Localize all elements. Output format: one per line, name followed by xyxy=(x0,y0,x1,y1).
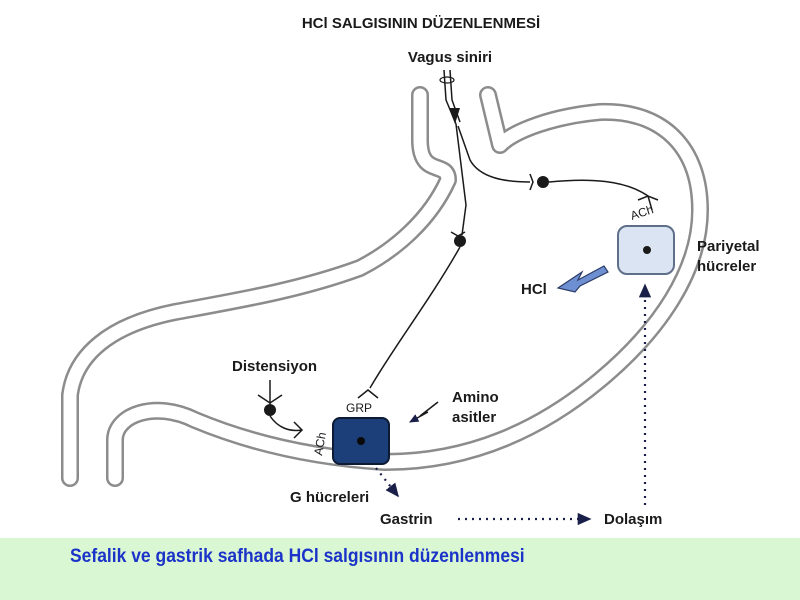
parietal-cell xyxy=(617,225,675,275)
amino-label-line2: asitler xyxy=(452,409,496,426)
caption-bar xyxy=(0,538,800,600)
stomach-wall xyxy=(61,86,709,487)
vagus-arrow-icon xyxy=(449,108,460,124)
dolasim-label: Dolaşım xyxy=(604,511,662,528)
ach-top-label: ACh xyxy=(629,202,656,223)
vagus-label: Vagus siniri xyxy=(408,49,492,66)
pariyetal-label-line2: hücreler xyxy=(697,258,756,275)
amino-signal-zigzag-icon xyxy=(409,401,439,423)
ach-bottom-label: ACh xyxy=(311,431,329,456)
gastrin-label: Gastrin xyxy=(380,511,433,528)
vagus-branch-parietal xyxy=(457,125,659,211)
hcl-arrow-icon xyxy=(556,265,609,293)
g-cell xyxy=(332,417,390,465)
vagus-nerve xyxy=(439,69,461,125)
grp-label: GRP xyxy=(346,401,372,415)
hcl-label: HCl xyxy=(521,281,547,298)
distensiyon-label: Distensiyon xyxy=(232,358,317,375)
diagram-title: HCl SALGISININ DÜZENLENMESİ xyxy=(302,15,540,32)
caption-text: Sefalik ve gastrik safhada HCl salgısını… xyxy=(70,546,525,567)
gastrin-pathway xyxy=(375,283,652,526)
distension-reflex xyxy=(257,380,304,439)
amino-label-line1: Amino xyxy=(452,389,499,406)
pariyetal-label-line1: Pariyetal xyxy=(697,238,760,255)
vagus-branch-g-cells xyxy=(357,123,467,399)
g-cells-label: G hücreleri xyxy=(290,489,369,506)
